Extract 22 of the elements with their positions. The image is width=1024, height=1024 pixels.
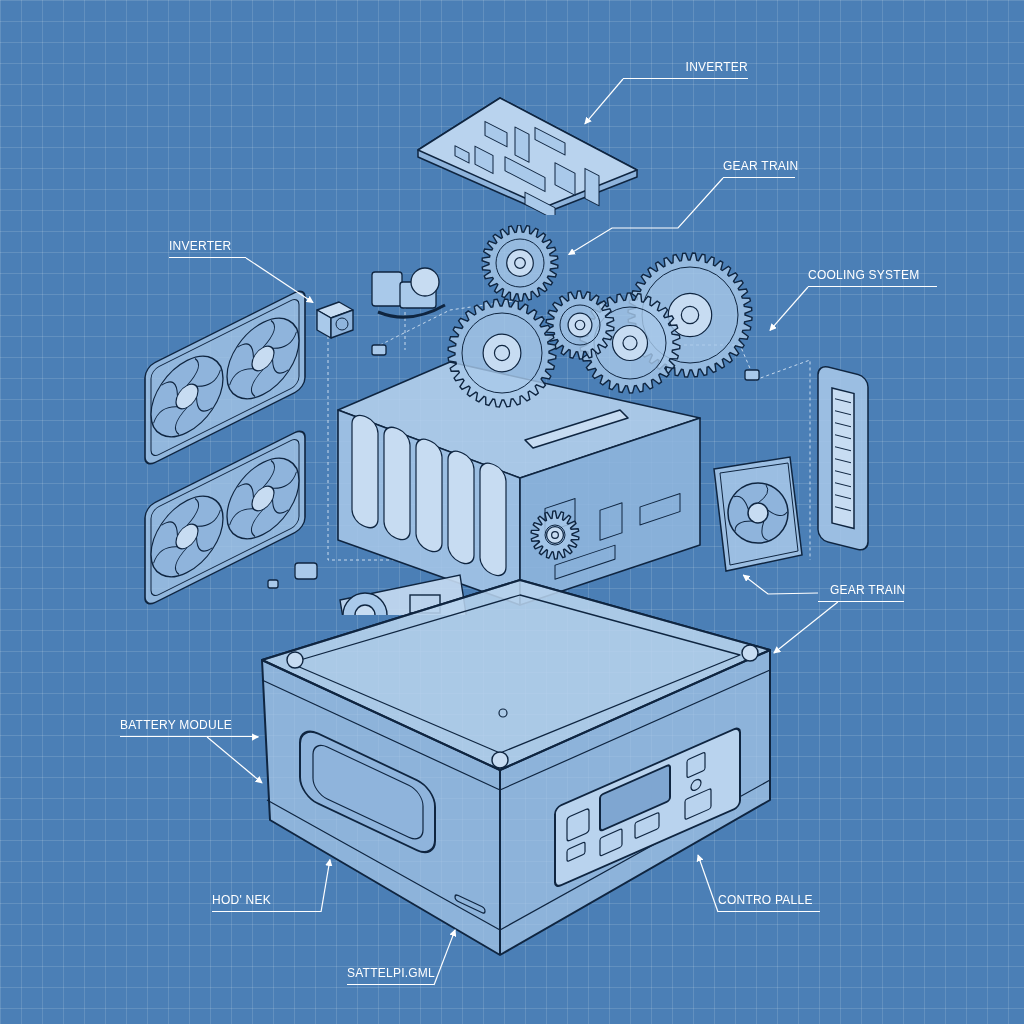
leader-line bbox=[206, 736, 263, 784]
leader-line bbox=[773, 601, 839, 654]
callout-label: GEAR TRAIN bbox=[818, 584, 904, 602]
callout-label: BATTERY MODULE bbox=[120, 719, 254, 737]
leader-line bbox=[742, 574, 819, 595]
callout-label: SATTELPI.GML bbox=[347, 967, 434, 985]
circuit-board-drawing bbox=[415, 95, 640, 215]
fan-drawing bbox=[710, 455, 805, 575]
leader-line bbox=[769, 286, 809, 332]
callout-label: COOLING SYSTEM bbox=[808, 269, 937, 287]
callout-label: INVERTER bbox=[623, 61, 748, 79]
leader-line bbox=[245, 257, 314, 303]
leader-line bbox=[696, 854, 719, 913]
callout-label: HOD' NEK bbox=[212, 894, 321, 912]
leader-line bbox=[320, 858, 333, 913]
leader-line bbox=[251, 733, 260, 741]
leader-line bbox=[584, 78, 624, 125]
leader-line bbox=[567, 177, 724, 256]
module-drawing bbox=[313, 298, 357, 342]
callout-label: INVERTER bbox=[169, 240, 246, 258]
callout-label: CONTRO PALLE bbox=[718, 894, 820, 912]
leader-line bbox=[433, 929, 457, 986]
